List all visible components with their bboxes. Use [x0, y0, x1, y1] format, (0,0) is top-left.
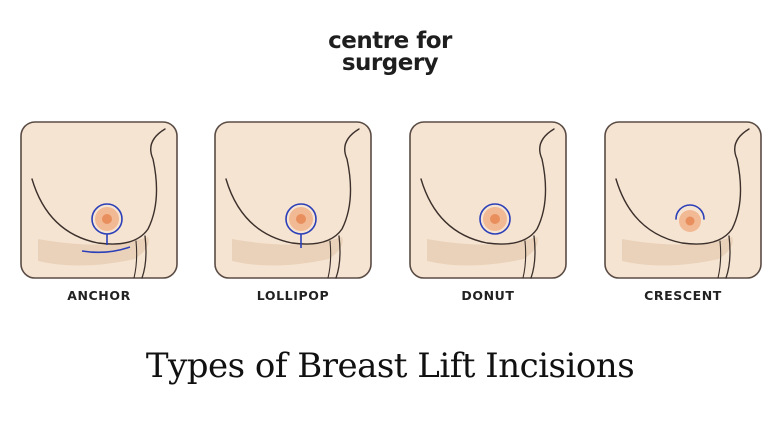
donut-panel [409, 121, 567, 279]
lollipop-panel [214, 121, 372, 279]
anchor-label: ANCHOR [67, 288, 131, 303]
brand-logo: centre for surgery [0, 28, 780, 76]
logo-line-2: surgery [341, 50, 439, 76]
page-title: Types of Breast Lift Incisions [145, 346, 635, 386]
anchor-incision-icon [20, 121, 178, 279]
incision-diagrams [0, 121, 780, 291]
crescent-incision-icon [604, 121, 762, 279]
crescent-label: CRESCENT [644, 288, 722, 303]
lollipop-label: LOLLIPOP [256, 288, 330, 303]
donut-incision-icon [409, 121, 567, 279]
logo-line-1: centre for [328, 28, 452, 54]
lollipop-incision-icon [214, 121, 372, 279]
crescent-panel [604, 121, 762, 279]
donut-label: DONUT [461, 288, 515, 303]
anchor-panel [20, 121, 178, 279]
